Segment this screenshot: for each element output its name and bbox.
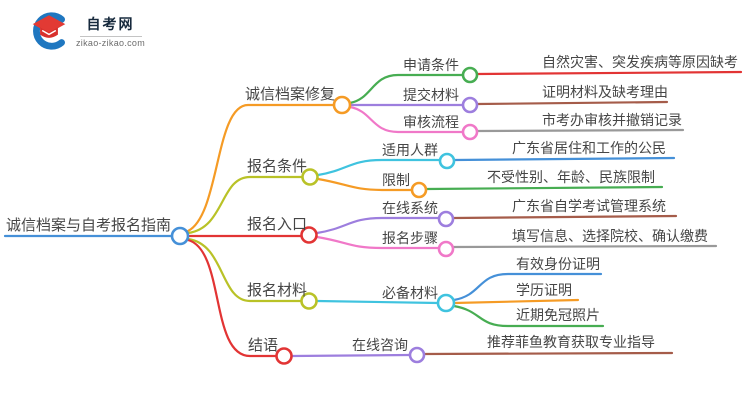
leaf-absence-reasons[interactable]: 自然灾害、突发疾病等原因缺考 [542,54,738,70]
leaf-education-proof[interactable]: 学历证明 [516,282,572,298]
branch-registration-entry[interactable]: 报名入口 [247,216,308,233]
node-online-consult[interactable]: 在线咨询 [352,337,408,353]
node-registration-steps[interactable]: 报名步骤 [382,230,438,246]
branch-registration-conditions-circle[interactable] [301,168,319,186]
root-node-circle[interactable] [170,226,190,246]
node-applicable-people[interactable]: 适用人群 [382,142,438,158]
leaf-registration-steps-detail[interactable]: 填写信息、选择院校、确认缴费 [512,228,708,244]
branch-registration-conditions[interactable]: 报名条件 [247,158,308,175]
node-restrictions-circle[interactable] [410,181,428,199]
node-registration-steps-circle[interactable] [437,240,455,258]
leaf-gd-exam-system[interactable]: 广东省自学考试管理系统 [512,198,666,214]
node-required-materials-circle[interactable] [436,293,456,313]
node-submit-materials-circle[interactable] [461,96,479,114]
node-applicable-people-circle[interactable] [438,152,456,170]
branch-registration-materials[interactable]: 报名材料 [247,282,308,299]
branch-integrity-file-repair[interactable]: 诚信档案修复 [245,86,336,103]
branch-conclusion-circle[interactable] [275,347,293,365]
node-online-consult-circle[interactable] [408,346,426,364]
node-online-system-circle[interactable] [437,210,455,228]
leaf-feiyu-recommendation[interactable]: 推荐菲鱼教育获取专业指导 [487,334,655,350]
branch-integrity-file-repair-circle[interactable] [332,95,352,115]
node-review-process-circle[interactable] [461,123,479,141]
leaf-review-revoke[interactable]: 市考办审核并撤销记录 [542,112,682,128]
leaf-gd-residents[interactable]: 广东省居住和工作的公民 [512,140,666,156]
connector-lines [3,70,743,358]
leaf-proof-materials[interactable]: 证明材料及缺考理由 [542,84,668,100]
branch-registration-entry-circle[interactable] [300,226,318,244]
node-required-materials[interactable]: 必备材料 [382,285,438,301]
site-url: zikao-zikao.com [76,38,146,48]
node-online-system[interactable]: 在线系统 [382,200,438,216]
node-review-process[interactable]: 审核流程 [403,114,459,130]
node-submit-materials[interactable]: 提交材料 [403,87,459,103]
node-circles [170,66,479,365]
leaf-id-proof[interactable]: 有效身份证明 [516,256,600,272]
branch-registration-materials-circle[interactable] [300,292,318,310]
graduation-cap-logo-icon [32,12,66,50]
branch-conclusion[interactable]: 结语 [248,337,279,354]
site-logo[interactable]: 自考网 zikao-zikao.com [28,10,145,52]
node-restrictions[interactable]: 限制 [382,172,410,188]
root-node-label[interactable]: 诚信档案与自考报名指南 [6,217,172,234]
node-application-conditions[interactable]: 申请条件 [403,57,459,73]
logo-text-block: 自考网 zikao-zikao.com [76,14,145,48]
node-application-conditions-circle[interactable] [461,66,479,84]
logo-divider [79,36,142,37]
leaf-no-restrictions[interactable]: 不受性别、年龄、民族限制 [487,169,655,185]
leaf-photo[interactable]: 近期免冠照片 [516,307,600,323]
site-name: 自考网 [86,16,135,32]
